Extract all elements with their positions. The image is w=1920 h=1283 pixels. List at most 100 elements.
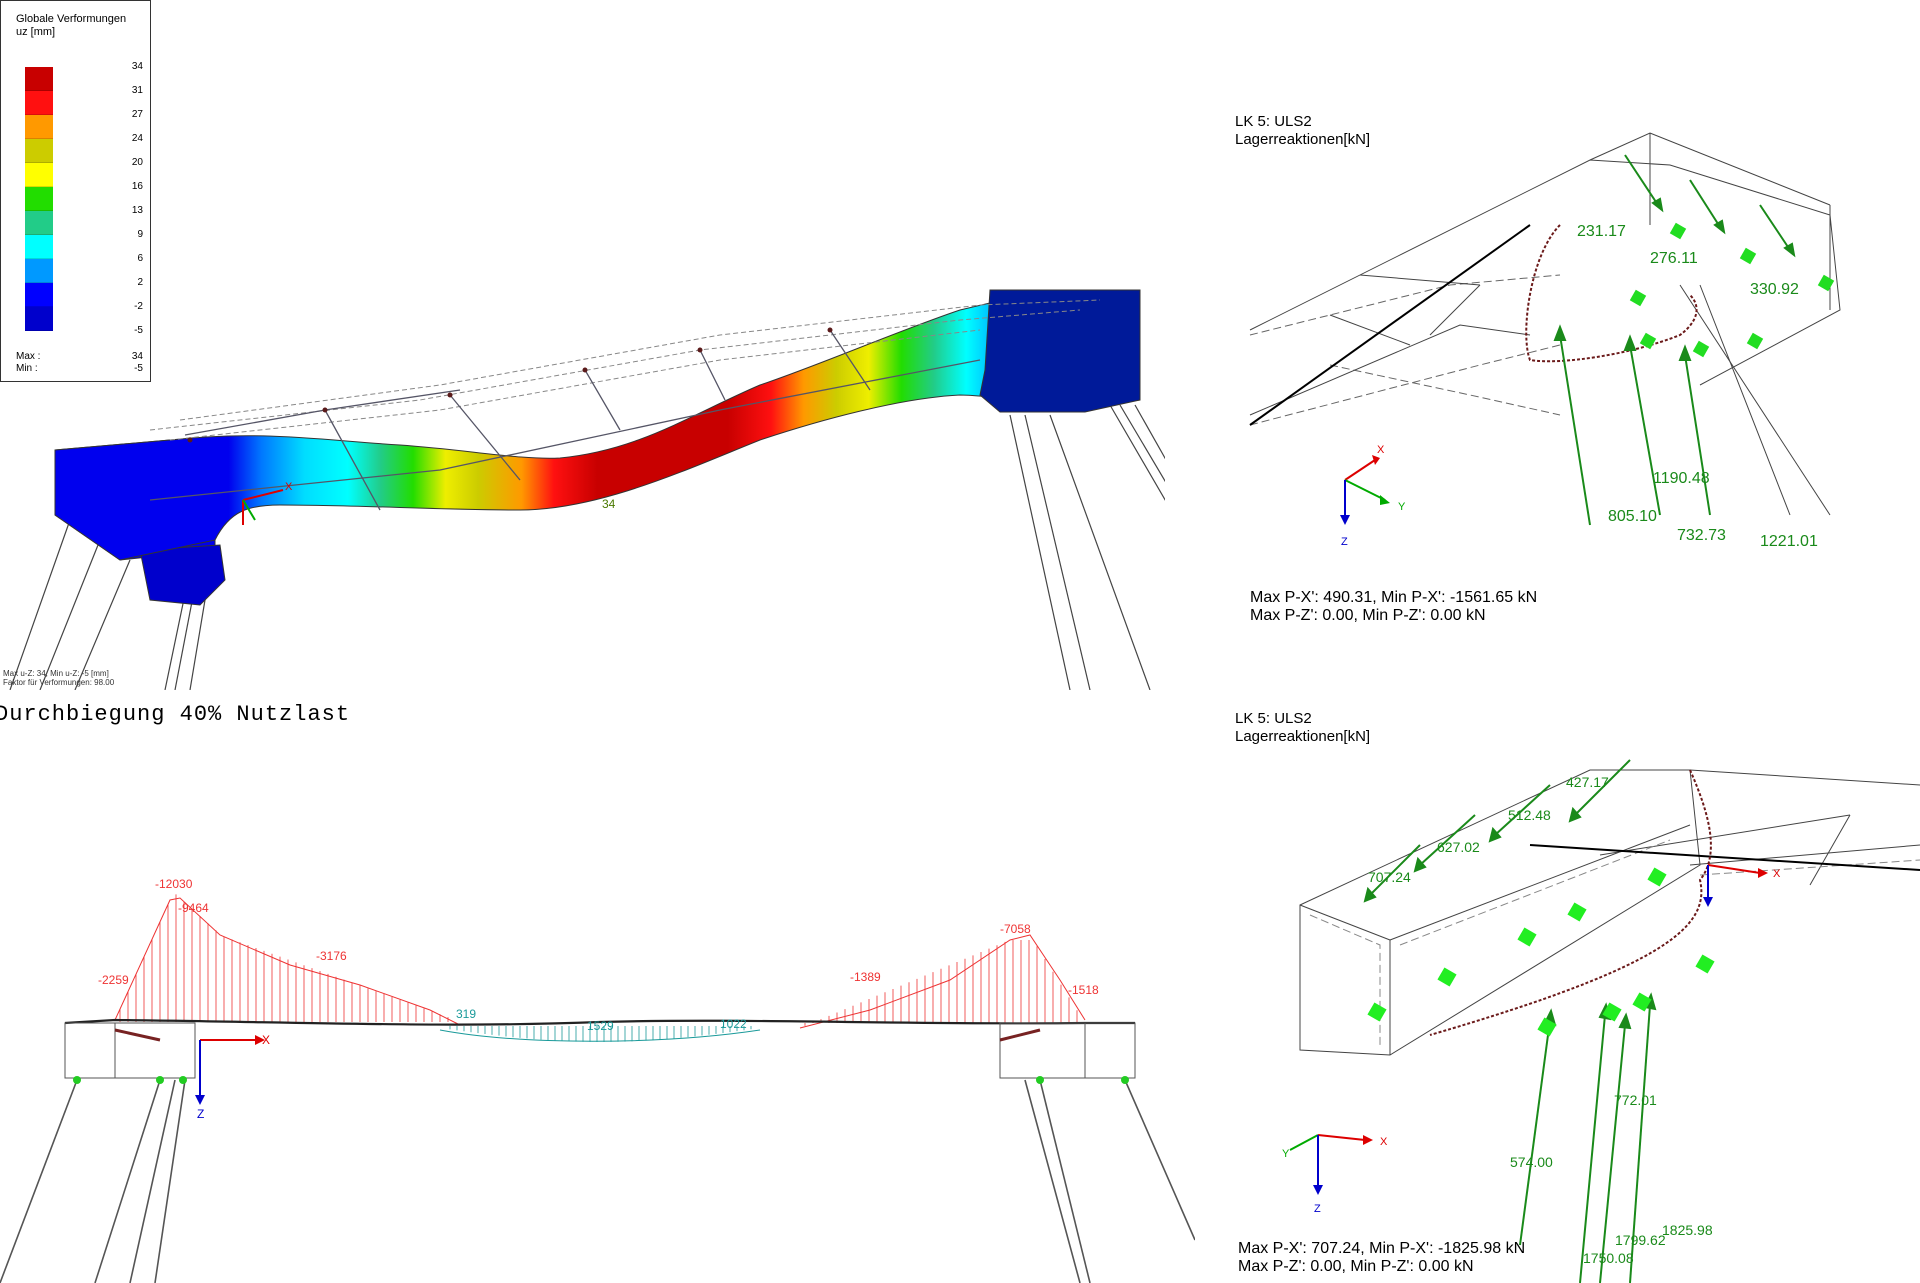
- reaction2-wireframe: [1299, 769, 1920, 1056]
- reaction1-title: LK 5: ULS2 Lagerreaktionen[kN]: [1235, 113, 1370, 149]
- reaction2-title-line2: Lagerreaktionen[kN]: [1235, 728, 1371, 745]
- legend-value: 6: [137, 253, 143, 264]
- bending-abutments: [64, 1022, 1136, 1079]
- moment-positive: [439, 1029, 761, 1042]
- legend-color-scale: [25, 67, 53, 331]
- moment-label-6: -7058: [1000, 922, 1031, 936]
- reaction2-axis-y: Y: [1282, 1148, 1290, 1160]
- reaction2-model-view: X Y Z X 427.17 512.48 627.02 707.24 574.…: [1282, 759, 1920, 1283]
- moment-label-7: -1518: [1068, 983, 1099, 997]
- reaction2-value-7: 1825.98: [1662, 1222, 1713, 1238]
- reaction2-title: LK 5: ULS2 Lagerreaktionen[kN]: [1235, 710, 1370, 746]
- right-abutment: [979, 289, 1141, 413]
- moment-diagram-right: [799, 934, 1086, 1029]
- moment-label-1: -12030: [155, 877, 193, 891]
- reaction2-axis-z: Z: [1314, 1203, 1321, 1215]
- reaction1-title-line1: LK 5: ULS2: [1235, 113, 1312, 130]
- reaction1-arrows: [1553, 154, 1796, 526]
- reaction1-axis-z: Z: [1341, 536, 1348, 548]
- reaction1-value-6: 732.73: [1677, 527, 1726, 544]
- moment-label-8: 319: [456, 1007, 476, 1021]
- moment-label-2: -9464: [178, 901, 209, 915]
- reaction1-axis-y: Y: [1398, 501, 1406, 513]
- reaction2-title-line1: LK 5: ULS2: [1235, 710, 1312, 727]
- reaction2-arrows: [1363, 759, 1657, 1283]
- bending-model-view: X Z -12030 -9464 -2259 -3176 -1389 -7058…: [0, 877, 1195, 1283]
- left-pier-curve: [139, 544, 226, 606]
- reaction2-footer-line2: Max P-Z': 0.00, Min P-Z': 0.00 kN: [1238, 1258, 1474, 1275]
- legend-swatch: [25, 235, 53, 259]
- reaction1-model-view: X Y Z 231.17 276.11 330.92 1190.48 805.1…: [1249, 132, 1841, 550]
- legend-swatch: [25, 259, 53, 283]
- legend-value: 9: [137, 229, 143, 240]
- reaction-panel-1: LK 5: ULS2 Lagerreaktionen[kN]: [1230, 95, 1920, 630]
- reaction1-value-5: 805.10: [1608, 508, 1657, 525]
- axis-x-label: X: [285, 481, 293, 493]
- moment-label-3: -2259: [98, 973, 129, 987]
- reaction2-axis-triad: [1289, 864, 1768, 1195]
- legend-swatch: [25, 307, 53, 331]
- reaction2-values: 427.17 512.48 627.02 707.24 574.00 772.0…: [1368, 774, 1713, 1266]
- reaction2-value-9: 1750.08: [1583, 1250, 1634, 1266]
- legend-min-label: Min :: [16, 363, 38, 374]
- reaction1-value-4: 1190.48: [1653, 470, 1710, 487]
- reaction1-value-1: 231.17: [1577, 223, 1626, 240]
- reaction1-axis-x: X: [1377, 444, 1385, 456]
- legend-value: 13: [131, 205, 143, 216]
- legend-value: -2: [134, 301, 143, 312]
- reaction2-curve: [1429, 769, 1712, 1036]
- legend-title-line2: uz [mm]: [16, 26, 56, 38]
- legend-value: 31: [131, 85, 143, 96]
- local-axis: [242, 489, 284, 525]
- reaction1-axis-triad: [1340, 455, 1390, 525]
- legend-swatch: [25, 187, 53, 211]
- moment-diagram-left: [114, 897, 461, 1026]
- reaction2-axis-x-2: X: [1773, 868, 1781, 880]
- truss-nodes: [187, 327, 833, 443]
- legend-swatch: [25, 67, 53, 91]
- legend-value: -5: [134, 325, 143, 336]
- reaction2-wireframe-dashed: [1309, 839, 1920, 1045]
- moment-label-4: -3176: [316, 949, 347, 963]
- reaction1-values: 231.17 276.11 330.92 1190.48 805.10 732.…: [1577, 223, 1818, 550]
- bending-support-cables: [0, 1079, 1195, 1283]
- reaction2-value-4: 707.24: [1368, 869, 1411, 885]
- reaction1-wireframe: [1249, 132, 1841, 516]
- note-line2: Faktor für Verformungen: 98.00: [3, 678, 115, 687]
- reaction1-wireframe-dashed: [1249, 274, 1561, 426]
- bending-deck: [64, 1018, 1135, 1026]
- reaction1-support-nodes: [1629, 222, 1835, 358]
- legend-value: 34: [131, 61, 143, 72]
- deformation-model-view: X 34: [9, 289, 1165, 690]
- reaction2-value-6: 772.01: [1614, 1092, 1657, 1108]
- reaction2-value-1: 427.17: [1566, 774, 1609, 790]
- legend-swatch: [25, 115, 53, 139]
- reaction1-value-3: 330.92: [1750, 281, 1799, 298]
- reaction1-axis-line: [1249, 224, 1531, 426]
- deformation-note: Max u-Z: 34, Min u-Z: -5 [mm] Faktor für…: [3, 669, 114, 687]
- legend-swatch: [25, 91, 53, 115]
- reaction2-axis-x: X: [1380, 1136, 1388, 1148]
- bending-support-nodes: [73, 1076, 1129, 1084]
- legend-value: 16: [131, 181, 143, 192]
- note-line1: Max u-Z: 34, Min u-Z: -5 [mm]: [3, 669, 109, 678]
- legend-swatch: [25, 139, 53, 163]
- moment-label-5: -1389: [850, 970, 881, 984]
- legend-swatch: [25, 283, 53, 307]
- bending-axis: [195, 1035, 265, 1105]
- reaction1-title-line2: Lagerreaktionen[kN]: [1235, 131, 1371, 148]
- bending-panel: X Z -12030 -9464 -2259 -3176 -1389 -7058…: [0, 740, 1195, 1283]
- reaction2-axis-line: [1529, 844, 1920, 871]
- peak-deflection-label: 34: [602, 497, 616, 511]
- reaction2-footer-line1: Max P-X': 707.24, Min P-X': -1825.98 kN: [1238, 1240, 1526, 1257]
- reaction2-footer: Max P-X': 707.24, Min P-X': -1825.98 kN …: [1238, 1240, 1525, 1276]
- reaction1-footer: Max P-X': 490.31, Min P-X': -1561.65 kN …: [1250, 589, 1537, 625]
- legend-swatch: [25, 163, 53, 187]
- legend-value: 20: [131, 157, 143, 168]
- legend-value: 27: [131, 109, 143, 120]
- legend-value: 2: [137, 277, 143, 288]
- reaction2-value-5: 574.00: [1510, 1154, 1553, 1170]
- legend-value: 24: [131, 133, 143, 144]
